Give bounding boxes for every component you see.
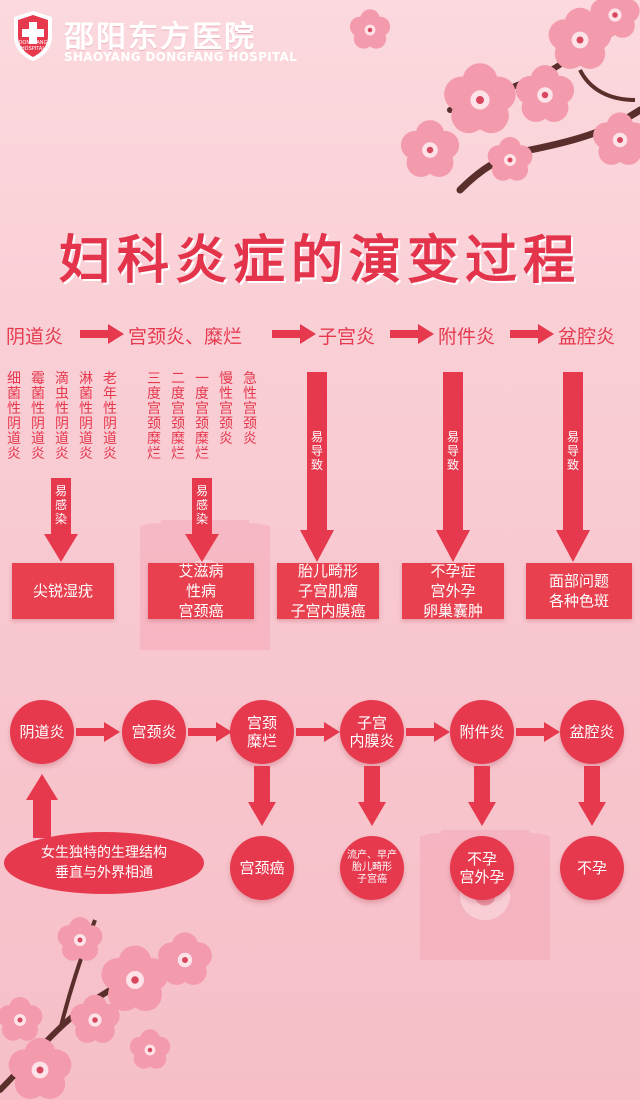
cause-text: 女生独特的生理结构: [41, 845, 167, 861]
arrow-label: 易感染: [54, 484, 67, 526]
arrow-label: 易导致: [446, 430, 459, 472]
circle-cervicitis: 宫颈炎: [122, 700, 186, 764]
circle-cervical-erosion: 宫颈 糜烂: [230, 700, 294, 764]
circle-text: 流产、早产: [347, 850, 397, 861]
stage-pelvic-inflammation: 盆腔炎: [558, 326, 616, 348]
result-text: 尖锐湿疣: [32, 582, 93, 600]
down-arrow-icon: [578, 766, 606, 826]
down-arrow-icon: [436, 372, 470, 562]
circle-adnexitis: 附件炎: [450, 700, 514, 764]
stage-uterine-inflammation: 子宫炎: [318, 326, 376, 348]
arrow-label: 易导致: [566, 430, 579, 472]
circle-text: 宫颈癌: [239, 859, 285, 877]
circle-text: 宫颈: [246, 714, 277, 732]
vaginitis-type: 老年性阴道炎: [103, 371, 117, 462]
down-arrow-icon: [358, 766, 386, 826]
right-arrow-icon: [296, 722, 340, 742]
result-box-pelvic: 面部问题 各种色斑: [526, 563, 632, 619]
circle-text: 胎儿畸形: [352, 862, 392, 873]
blossom-branch-bottom-decoration: [0, 917, 212, 1099]
result-box-condyloma: 尖锐湿疣: [12, 563, 114, 619]
right-arrow-icon: [510, 324, 554, 344]
result-circle-infertility-ectopic: 不孕 宫外孕: [450, 836, 514, 900]
circle-pelvic-inflammation: 盆腔炎: [560, 700, 624, 764]
result-box-adnexal: 不孕症 宫外孕 卵巢囊肿: [402, 562, 504, 620]
down-arrow-icon: [44, 478, 78, 562]
result-circle-infertility: 不孕: [560, 836, 624, 900]
cervicitis-type: 三度宫颈糜烂: [147, 371, 161, 462]
circle-text: 内膜炎: [349, 732, 395, 750]
result-text: 面部问题: [548, 572, 609, 590]
result-text: 性病: [185, 582, 216, 600]
stage-adnexitis: 附件炎: [438, 326, 496, 348]
cervicitis-type: 一度宫颈糜烂: [195, 371, 209, 462]
circle-text: 阴道炎: [19, 723, 65, 741]
vaginitis-type: 细菌性阴道炎: [7, 371, 21, 462]
circle-text: 不孕: [576, 859, 607, 877]
circle-text: 不孕: [466, 850, 497, 868]
circle-text: 宫颈炎: [131, 723, 177, 741]
result-text: 子宫肌瘤: [297, 582, 358, 600]
stage-vaginitis: 阴道炎: [6, 326, 64, 348]
circle-vaginitis: 阴道炎: [10, 700, 74, 764]
result-circle-cervical-cancer: 宫颈癌: [230, 836, 294, 900]
cervicitis-type: 急性宫颈炎: [243, 371, 257, 447]
blossom-branch-top-decoration: [349, 0, 640, 194]
arrow-label: 易导致: [310, 430, 323, 472]
cervicitis-type: 慢性宫颈炎: [219, 371, 233, 447]
vaginitis-type: 淋菌性阴道炎: [79, 371, 93, 462]
stage-cervicitis: 宫颈炎、糜烂: [128, 326, 243, 348]
down-arrow-icon: [248, 766, 276, 826]
circle-text: 宫外孕: [459, 868, 505, 886]
vaginitis-type: 滴虫性阴道炎: [55, 371, 69, 462]
down-arrow-icon: [468, 766, 496, 826]
result-text: 不孕症: [430, 562, 476, 580]
cause-ellipse: 女生独特的生理结构 垂直与外界相通: [4, 832, 204, 894]
circle-text: 子宫癌: [357, 874, 387, 885]
vaginitis-type: 霉菌性阴道炎: [31, 371, 45, 462]
right-arrow-icon: [188, 722, 232, 742]
circle-text: 子宫: [356, 714, 387, 732]
page-title: 妇科炎症的演变过程: [58, 231, 581, 291]
hospital-logo-icon: [14, 11, 52, 61]
down-arrow-icon: [185, 478, 219, 562]
result-box-cervical: 艾滋病 性病 宫颈癌: [148, 562, 254, 620]
circle-text: 附件炎: [459, 723, 505, 741]
result-circle-miscarriage: 流产、早产 胎儿畸形 子宫癌: [340, 836, 404, 900]
hospital-name: 邵阳东方医院: [64, 20, 256, 55]
result-text: 胎儿畸形: [297, 562, 358, 580]
circle-text: 糜烂: [246, 732, 277, 750]
result-text: 各种色斑: [548, 592, 609, 610]
up-arrow-icon: [26, 774, 58, 838]
right-arrow-icon: [80, 324, 124, 344]
down-arrow-icon: [300, 372, 334, 562]
circle-text: 盆腔炎: [569, 723, 615, 741]
result-text: 宫外孕: [430, 582, 476, 600]
right-arrow-icon: [76, 722, 120, 742]
logo-caption: DONGFANG HOSPITAL: [18, 40, 48, 52]
cervicitis-type: 二度宫颈糜烂: [171, 371, 185, 462]
circle-endometritis: 子宫 内膜炎: [340, 700, 404, 764]
result-text: 艾滋病: [178, 562, 224, 580]
right-arrow-icon: [516, 722, 560, 742]
down-arrow-icon: [556, 372, 590, 562]
result-box-uterine: 胎儿畸形 子宫肌瘤 子宫内膜癌: [277, 562, 379, 620]
hospital-english-name: SHAOYANG DONGFANG HOSPITAL: [64, 50, 298, 64]
result-text: 子宫内膜癌: [290, 602, 366, 620]
result-text: 宫颈癌: [178, 602, 224, 620]
right-arrow-icon: [406, 722, 450, 742]
result-text: 卵巢囊肿: [422, 602, 483, 620]
cause-text: 垂直与外界相通: [55, 865, 153, 881]
right-arrow-icon: [390, 324, 434, 344]
right-arrow-icon: [272, 324, 316, 344]
arrow-label: 易感染: [195, 484, 208, 526]
